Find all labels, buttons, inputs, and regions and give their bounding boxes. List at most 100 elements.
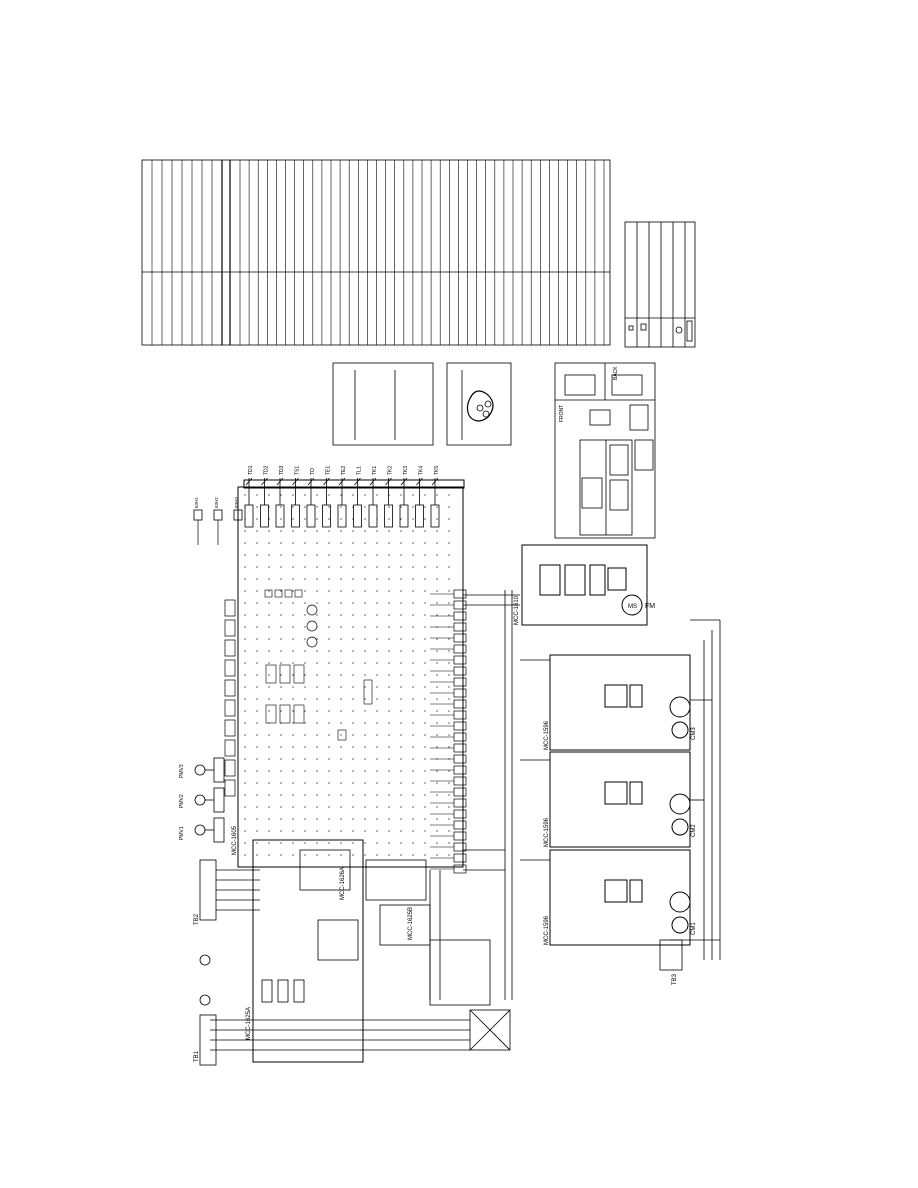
grid-dot — [244, 722, 246, 724]
grid-dot — [340, 590, 342, 592]
grid-dot — [340, 818, 342, 820]
grid-dot — [316, 794, 318, 796]
grid-dot — [292, 794, 294, 796]
grid-dot — [328, 854, 330, 856]
grid-dot — [400, 614, 402, 616]
grid-dot — [328, 686, 330, 688]
edge-connector — [453, 699, 467, 709]
grid-dot — [340, 602, 342, 604]
edge-connector — [453, 864, 467, 874]
grid-dot — [292, 506, 294, 508]
grid-dot — [256, 746, 258, 748]
grid-dot — [244, 818, 246, 820]
grid-dot — [388, 854, 390, 856]
mcc-1625a-label: MCC-1625A — [246, 1007, 252, 1040]
grid-dot — [412, 746, 414, 748]
grid-dot — [424, 554, 426, 556]
grid-dot — [292, 686, 294, 688]
grid-dot — [448, 554, 450, 556]
sensor-connector — [291, 504, 300, 528]
grid-dot — [304, 734, 306, 736]
grid-dot — [304, 650, 306, 652]
grid-dot — [292, 734, 294, 736]
grid-dot — [436, 638, 438, 640]
grid-dot — [268, 782, 270, 784]
grid-dot — [328, 590, 330, 592]
grid-dot — [388, 578, 390, 580]
grid-dot — [340, 626, 342, 628]
grid-dot — [388, 722, 390, 724]
grid-dot — [268, 650, 270, 652]
inverter-board-2 — [549, 751, 691, 848]
grid-dot — [340, 578, 342, 580]
pmv-coil — [194, 764, 206, 776]
grid-dot — [328, 806, 330, 808]
grid-dot — [436, 830, 438, 832]
grid-dot — [256, 758, 258, 760]
grid-dot — [244, 602, 246, 604]
grid-dot — [364, 830, 366, 832]
grid-dot — [304, 794, 306, 796]
grid-dot — [388, 794, 390, 796]
grid-dot — [448, 710, 450, 712]
board-connector — [224, 679, 236, 697]
grid-dot — [448, 650, 450, 652]
sensor-label: TO — [310, 468, 316, 475]
grid-dot — [376, 746, 378, 748]
sensor-label: TE1 — [326, 466, 332, 475]
grid-dot — [412, 578, 414, 580]
grid-dot — [364, 746, 366, 748]
grid-dot — [376, 794, 378, 796]
grid-dot — [292, 530, 294, 532]
grid-dot — [280, 662, 282, 664]
grid-dot — [364, 650, 366, 652]
board-grid-dots — [244, 494, 450, 856]
grid-dot — [244, 638, 246, 640]
board-connector — [224, 639, 236, 657]
grid-dot — [388, 830, 390, 832]
grid-dot — [340, 614, 342, 616]
grid-dot — [304, 842, 306, 844]
sensor-symbol — [431, 477, 439, 486]
grid-dot — [448, 734, 450, 736]
grid-dot — [388, 818, 390, 820]
grid-dot — [268, 590, 270, 592]
grid-dot — [352, 566, 354, 568]
grid-dot — [304, 746, 306, 748]
grid-dot — [316, 710, 318, 712]
grid-dot — [328, 542, 330, 544]
grid-dot — [424, 698, 426, 700]
grid-dot — [352, 806, 354, 808]
grid-dot — [280, 758, 282, 760]
sensor-symbol — [385, 477, 392, 486]
grid-dot — [364, 494, 366, 496]
grid-dot — [424, 662, 426, 664]
grid-dot — [364, 506, 366, 508]
grid-dot — [364, 698, 366, 700]
grid-dot — [400, 674, 402, 676]
grid-dot — [364, 638, 366, 640]
grid-dot — [304, 518, 306, 520]
grid-dot — [280, 590, 282, 592]
grid-dot — [424, 638, 426, 640]
grid-dot — [352, 842, 354, 844]
grid-dot — [304, 626, 306, 628]
grid-dot — [268, 794, 270, 796]
grid-dot — [268, 746, 270, 748]
edge-connector — [453, 776, 467, 786]
grid-dot — [412, 494, 414, 496]
grid-dot — [376, 686, 378, 688]
grid-dot — [280, 518, 282, 520]
grid-dot — [340, 770, 342, 772]
grid-dot — [424, 722, 426, 724]
grid-dot — [376, 566, 378, 568]
grid-dot — [412, 734, 414, 736]
grid-dot — [244, 650, 246, 652]
inverter-2-label: MCC-1596 — [544, 817, 550, 847]
grid-dot — [268, 578, 270, 580]
sensor-label: TK3 — [403, 466, 409, 475]
grid-dot — [280, 650, 282, 652]
grid-dot — [412, 566, 414, 568]
grid-dot — [340, 794, 342, 796]
